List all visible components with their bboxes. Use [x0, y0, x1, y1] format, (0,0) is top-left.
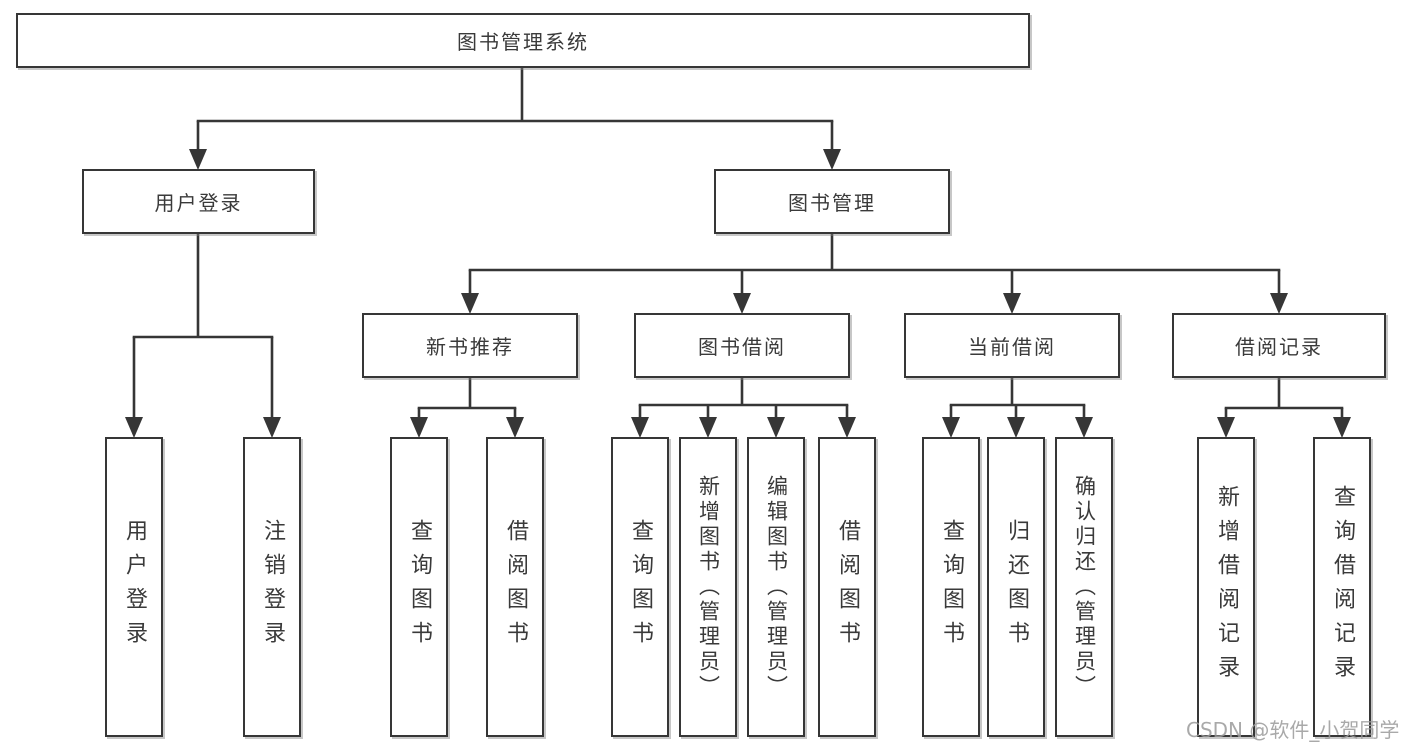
- leaf-edit-book-admin: 编辑图书（管理员）: [747, 437, 805, 737]
- leaf-logout: 注销登录: [243, 437, 301, 737]
- node-new-book-recommendation: 新书推荐: [362, 313, 578, 378]
- leaf-query-borrow-record: 查询借阅记录: [1313, 437, 1371, 737]
- leaf-add-book-admin: 新增图书（管理员）: [679, 437, 737, 737]
- node-label: 借阅记录: [1235, 335, 1323, 359]
- leaf-query-books-current: 查询图书: [922, 437, 980, 737]
- leaf-label: 查询借阅记录: [1330, 485, 1355, 689]
- leaf-label: 归还图书: [1004, 519, 1029, 655]
- leaf-label: 查询图书: [407, 519, 432, 655]
- node-label: 用户登录: [154, 191, 243, 215]
- leaf-borrow-books-recommend: 借阅图书: [486, 437, 544, 737]
- leaf-label: 查询图书: [628, 519, 653, 655]
- leaf-user-login: 用户登录: [105, 437, 163, 737]
- csdn-watermark: CSDN @软件_小贺同学: [1186, 718, 1400, 742]
- leaf-label: 用户登录: [122, 519, 147, 655]
- leaf-query-books-recommend: 查询图书: [390, 437, 448, 737]
- leaf-label: 确认归还（管理员）: [1072, 474, 1097, 700]
- leaf-label: 查询图书: [939, 519, 964, 655]
- leaf-confirm-return-admin: 确认归还（管理员）: [1055, 437, 1113, 737]
- leaf-borrow-books-borrow: 借阅图书: [818, 437, 876, 737]
- node-label: 图书借阅: [698, 335, 786, 359]
- node-label: 新书推荐: [426, 335, 514, 359]
- leaf-label: 新增图书（管理员）: [696, 474, 721, 700]
- node-library-management-system: 图书管理系统: [16, 13, 1030, 68]
- leaf-query-books-borrow: 查询图书: [611, 437, 669, 737]
- node-label: 当前借阅: [968, 335, 1056, 359]
- node-book-borrowing: 图书借阅: [634, 313, 850, 378]
- node-label: 图书管理系统: [457, 30, 589, 54]
- node-label: 图书管理: [788, 191, 876, 215]
- leaf-add-borrow-record: 新增借阅记录: [1197, 437, 1255, 737]
- leaf-label: 借阅图书: [835, 519, 860, 655]
- leaf-label: 借阅图书: [503, 519, 528, 655]
- leaf-label: 注销登录: [260, 519, 285, 655]
- leaf-label: 编辑图书（管理员）: [764, 474, 789, 700]
- node-user-login: 用户登录: [82, 169, 315, 234]
- leaf-return-book: 归还图书: [987, 437, 1045, 737]
- node-book-management: 图书管理: [714, 169, 950, 234]
- node-current-borrowing: 当前借阅: [904, 313, 1120, 378]
- node-borrowing-records: 借阅记录: [1172, 313, 1386, 378]
- leaf-label: 新增借阅记录: [1214, 485, 1239, 689]
